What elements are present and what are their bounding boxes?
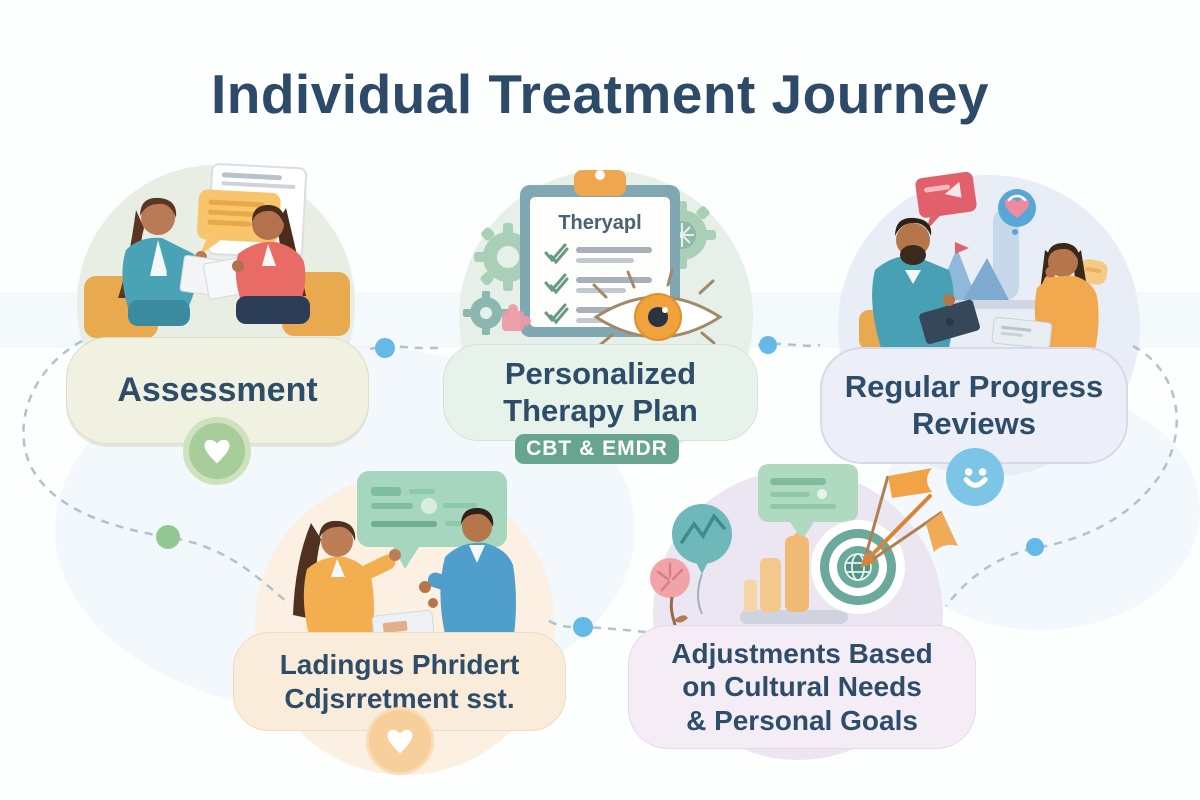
session-therapist-figure xyxy=(419,507,516,643)
progress-scene xyxy=(859,171,1108,350)
therapy-plan-card: Personalized Therapy Plan xyxy=(443,344,758,441)
card-label-line1: Personalized xyxy=(504,355,697,391)
connector-node xyxy=(759,336,777,354)
flag-icon xyxy=(862,468,958,566)
therapy-plan-scene: Theryapl xyxy=(463,170,723,347)
connector-assessment-to-session xyxy=(22,339,289,604)
connector-reviews-to-adjustments xyxy=(945,344,1178,607)
card-label-line2: on Cultural Needs xyxy=(682,671,922,703)
puzzle-piece-icon xyxy=(502,304,531,331)
card-label-line1: Regular Progress xyxy=(844,368,1104,404)
cbt-emdr-tag: CBT & EMDR xyxy=(515,434,679,464)
heart-bubble-icon xyxy=(998,189,1036,235)
card-label-line2: Reviews xyxy=(911,405,1037,441)
session-client-figure xyxy=(293,520,401,643)
adjustments-card: Adjustments Based on Cultural Needs & Pe… xyxy=(628,625,976,749)
connector-node xyxy=(156,525,180,549)
heart-icon xyxy=(204,439,230,464)
gear-small-icon xyxy=(463,291,509,335)
arrow-icon xyxy=(860,494,932,568)
progress-reviews-card: Regular Progress Reviews xyxy=(820,347,1128,464)
adjustments-scene xyxy=(650,464,958,651)
green-notes-bubble-icon xyxy=(758,464,858,540)
heart-badge-orange xyxy=(366,707,434,775)
goal-bars-icon xyxy=(740,532,848,624)
client-review-figure xyxy=(991,242,1099,350)
clipboard-title-text: Theryapl xyxy=(558,212,641,234)
smiley-badge xyxy=(946,448,1004,506)
card-label-line1: Ladingus Phridert xyxy=(279,649,520,681)
connector-session-to-adjustments xyxy=(548,619,647,634)
orange-bubble-icon xyxy=(1078,259,1108,285)
client-figure xyxy=(232,204,310,324)
assessment-scene xyxy=(84,163,350,338)
card-label-line3: & Personal Goals xyxy=(686,704,918,736)
reviewer-figure xyxy=(859,217,980,350)
connector-node xyxy=(375,338,395,358)
card-label-line2: Therapy Plan xyxy=(503,392,698,428)
card-label: Assessment xyxy=(117,371,318,410)
session-card: Ladingus Phridert Cdjsrretment sst. xyxy=(233,632,566,731)
therapist-figure xyxy=(118,197,207,326)
connector-node xyxy=(1026,538,1044,556)
connector-node xyxy=(573,617,593,637)
session-scene xyxy=(293,471,516,643)
heart-icon xyxy=(387,729,413,754)
page-title: Individual Treatment Journey xyxy=(210,63,990,125)
balloon-chart-icon xyxy=(672,504,732,615)
smiley-icon xyxy=(963,468,988,488)
eye-icon xyxy=(592,268,723,347)
card-label-line1: Adjustments Based xyxy=(671,638,933,670)
heart-badge xyxy=(183,417,251,485)
flower-balloon-icon xyxy=(650,558,690,651)
checklist-rows xyxy=(544,243,652,325)
